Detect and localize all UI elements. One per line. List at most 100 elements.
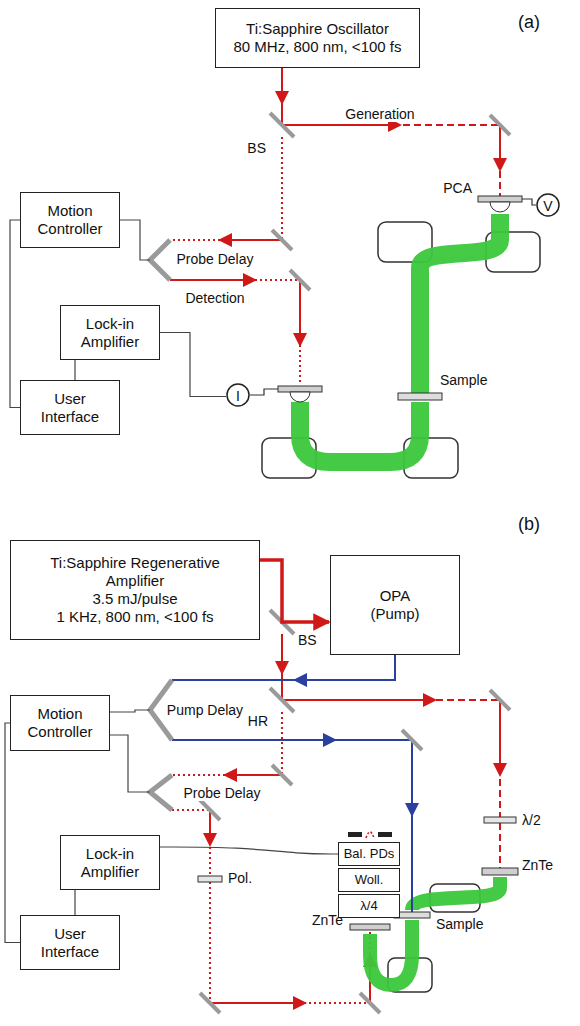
node-text: Motion Controller [17,705,103,741]
part-label: Pump Delay [165,702,245,718]
controller-box: Motion Controller [20,192,120,248]
retroreflector [150,240,170,280]
mirror [272,765,292,785]
node-text: 80 MHz, 800 nm, <100 fs [233,38,401,56]
pump-beam [411,745,413,912]
part-label: BS [247,140,266,156]
interface-box: User Interface [20,380,120,435]
mirror [490,690,510,710]
part-label: Generation [343,106,416,122]
node-text: (Pump) [370,605,419,623]
prism-box: Woll. [338,868,400,892]
lockin-box: Lock-in Amplifier [60,835,160,890]
beam-arrow [499,700,501,770]
node-text: Lock-in Amplifier [67,845,153,881]
signal-wire [74,890,75,915]
node-text: Bal. PDs [344,846,395,862]
thz-beam [412,877,500,910]
generation-beam [282,125,500,196]
mirror [200,993,220,1013]
waveplate-box: λ/4 [338,894,400,918]
node-text: Ti:Sapphire Regenerative Amplifier [40,554,230,590]
silicon-lens [490,202,510,212]
interface-box: User Interface [20,915,120,970]
ammeter-circle: I [226,383,250,410]
mirror [290,270,310,290]
part-label: PCA [443,180,472,196]
node-text: Woll. [355,872,384,888]
voltmeter-circle: V [536,193,560,220]
part-label: (a) [518,12,540,33]
photodiode [378,832,392,837]
znte-detector [350,924,390,930]
beam-arrow [210,1002,300,1004]
part-label: Probe Delay [174,251,255,267]
beam-arrow [172,739,330,741]
part-label: Pol. [228,870,252,886]
part-label: Detection [183,290,246,306]
node-text: λ/4 [360,898,377,914]
part-label: λ/2 [522,812,541,828]
pump-beam [172,655,412,912]
opa-box: OPA(Pump) [330,555,460,655]
current-wire [250,389,278,395]
mirror [490,115,510,135]
polarizer [198,876,222,882]
photodiode [348,832,362,837]
pca-chip [478,196,522,202]
node-text: Lock-in Amplifier [67,315,153,351]
beam-arrow [499,125,501,165]
stage-wire [110,710,150,792]
signal-wire [160,847,338,854]
beam-arrow [230,774,282,776]
amplifier-box: Ti:Sapphire Regenerative Amplifier3.5 mJ… [10,540,260,640]
node-text: I [236,388,240,405]
laser-box: Ti:Sapphire Oscillator80 MHz, 800 nm, <1… [215,8,420,68]
split-beams [366,832,374,838]
znte-emitter [482,868,518,875]
beam-arrow [225,239,282,241]
stage-wire [120,220,150,260]
mirror [200,800,220,820]
beam-arrow [209,810,211,840]
signal-wire [74,360,75,380]
signal-wire [10,220,20,408]
part-label: BS [298,632,317,648]
thz-beam [300,402,420,462]
node-text: Ti:Sapphire Oscillator [246,20,389,38]
laser-beam [281,68,283,125]
silicon-lens [290,392,310,402]
generation-beam [282,700,500,868]
mirror [360,993,380,1013]
node-text: User Interface [27,925,113,961]
beam-arrow [281,68,283,98]
node-text: User Interface [27,390,113,426]
node-text: V [543,198,552,215]
part-label: Probe Delay [181,785,262,801]
node-text: OPA [380,587,411,605]
part-label: ZnTe [312,912,343,928]
beam-arrow [281,634,283,668]
meter-circle [227,384,249,406]
beam-splitter [270,113,294,137]
node-text: 3.5 mJ/pulse [92,590,177,608]
bias-wire [522,199,536,205]
node-text: 1 KHz, 800 nm, <100 fs [56,608,213,626]
sample-plate [398,393,442,400]
beam-arrow [170,279,250,281]
node-text: Motion Controller [27,202,113,238]
laser-beam [281,634,283,700]
pump-laser-beam [260,560,329,622]
thz-beam [420,214,500,394]
lockin-box: Lock-in Amplifier [60,305,160,360]
part-label: HR [248,713,268,729]
detector-box: Bal. PDs [338,842,400,866]
signal-wire [5,723,20,943]
high-reflector [270,688,294,712]
detector-chip [278,386,322,392]
beam-arrow [300,679,395,681]
retroreflector [150,775,172,810]
half-wave-plate [484,817,516,823]
beam-arrow [282,699,430,701]
part-label: ZnTe [522,857,553,873]
